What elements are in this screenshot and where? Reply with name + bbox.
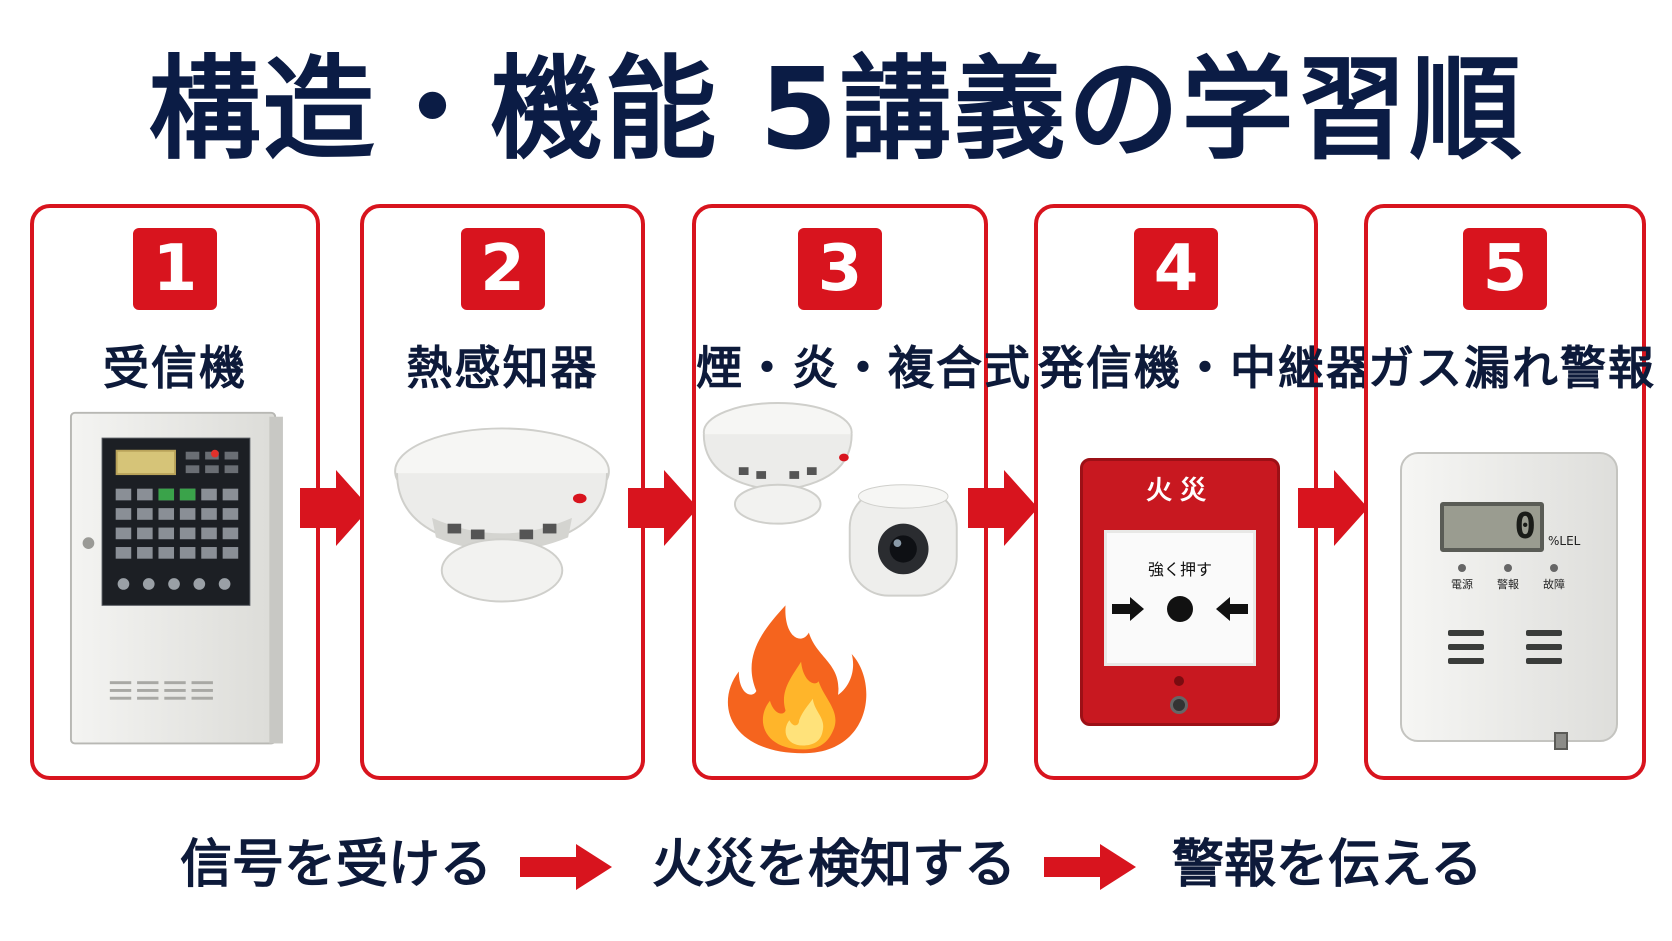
gas-display-value: 0 [1514, 506, 1536, 547]
card-label: 煙・炎・複合式 [696, 341, 1032, 395]
step-number-badge: 2 [460, 228, 545, 310]
step-number-badge: 1 [133, 228, 217, 310]
call-point-instruction: 強く押す [1147, 560, 1212, 579]
flow-step-alert: 警報を伝える [1172, 835, 1483, 895]
arrow-right-icon [520, 844, 612, 890]
arrow-right-icon [1298, 470, 1368, 546]
gas-indicator-alarm: 警報 [1497, 578, 1519, 591]
card-receiver: 1 受信機 [30, 204, 320, 780]
call-point-header: 火災 [1145, 476, 1214, 506]
flow-summary: 信号を受ける 火災を検知する 警報を伝える [0, 820, 1672, 910]
card-transmitter-relay: 4 発信機・中継器 火災 強く押す [1034, 204, 1374, 780]
card-gas-leak-alarm: 5 ガス漏れ警報 0 %LEL 電源 警報 故障 [1364, 204, 1656, 780]
gas-indicator-fault: 故障 [1543, 578, 1565, 591]
card-heat-detector: 2 熱感知器 [360, 204, 645, 780]
vent-grille-icon [1448, 630, 1562, 664]
gas-alarm-icon: 0 %LEL 電源 警報 故障 [1368, 398, 1642, 768]
card-label: 発信機・中継器 [1038, 341, 1374, 395]
flow-step-detect: 火災を検知する [652, 835, 1017, 895]
page-title: 構造・機能 5講義の学習順 [148, 45, 1524, 175]
arrow-right-icon [1044, 844, 1136, 890]
step-number-badge: 3 [798, 228, 882, 310]
arrow-right-icon [300, 470, 370, 546]
heat-detector-icon [394, 427, 610, 603]
flow-step-receive: 信号を受ける [180, 835, 493, 895]
card-smoke-flame-detector: 3 煙・炎・複合式 [692, 204, 1032, 780]
receiver-panel-icon [69, 411, 283, 745]
press-arrows-icon [1112, 596, 1248, 622]
smoke-flame-detector-icon [702, 402, 958, 754]
step-number-badge: 4 [1134, 228, 1218, 310]
gas-display-unit: %LEL [1548, 534, 1581, 548]
gas-indicator-power: 電源 [1451, 578, 1473, 591]
manual-call-point-icon: 火災 強く押す [1038, 398, 1314, 768]
arrow-right-icon [628, 470, 698, 546]
step-number-badge: 5 [1463, 228, 1547, 310]
card-label: 受信機 [103, 341, 247, 395]
arrow-right-icon [968, 470, 1038, 546]
card-label: ガス漏れ警報 [1368, 341, 1656, 395]
card-label: 熱感知器 [406, 341, 599, 395]
